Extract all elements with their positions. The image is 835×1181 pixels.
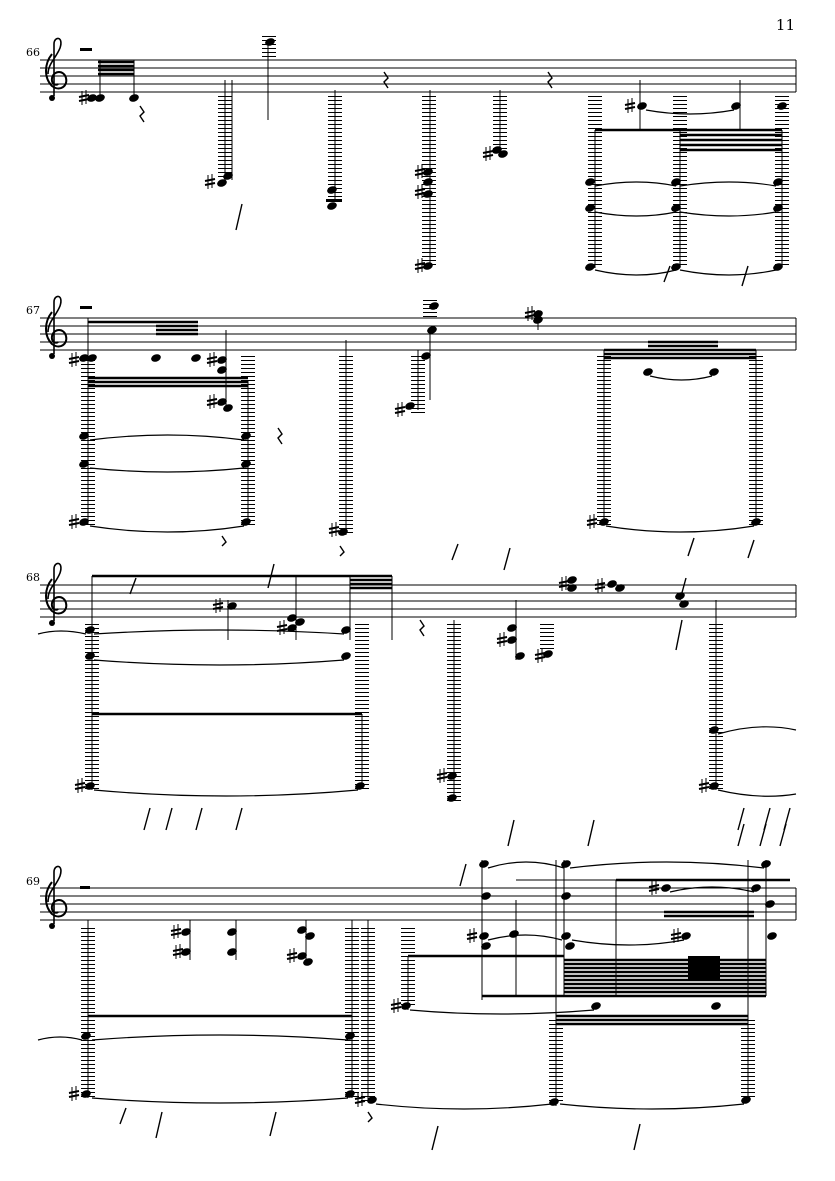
staff-system-68 (37, 543, 797, 831)
measure-number-67: 67 (26, 304, 40, 317)
measure-number-69: 69 (26, 875, 40, 888)
staff-system-66 (40, 36, 797, 287)
staff-system-67 (40, 295, 797, 559)
measure-number-68: 68 (26, 571, 40, 584)
page-number: 11 (775, 16, 795, 34)
staff-system-69 (37, 819, 797, 1151)
measure-number-66: 66 (26, 46, 40, 59)
